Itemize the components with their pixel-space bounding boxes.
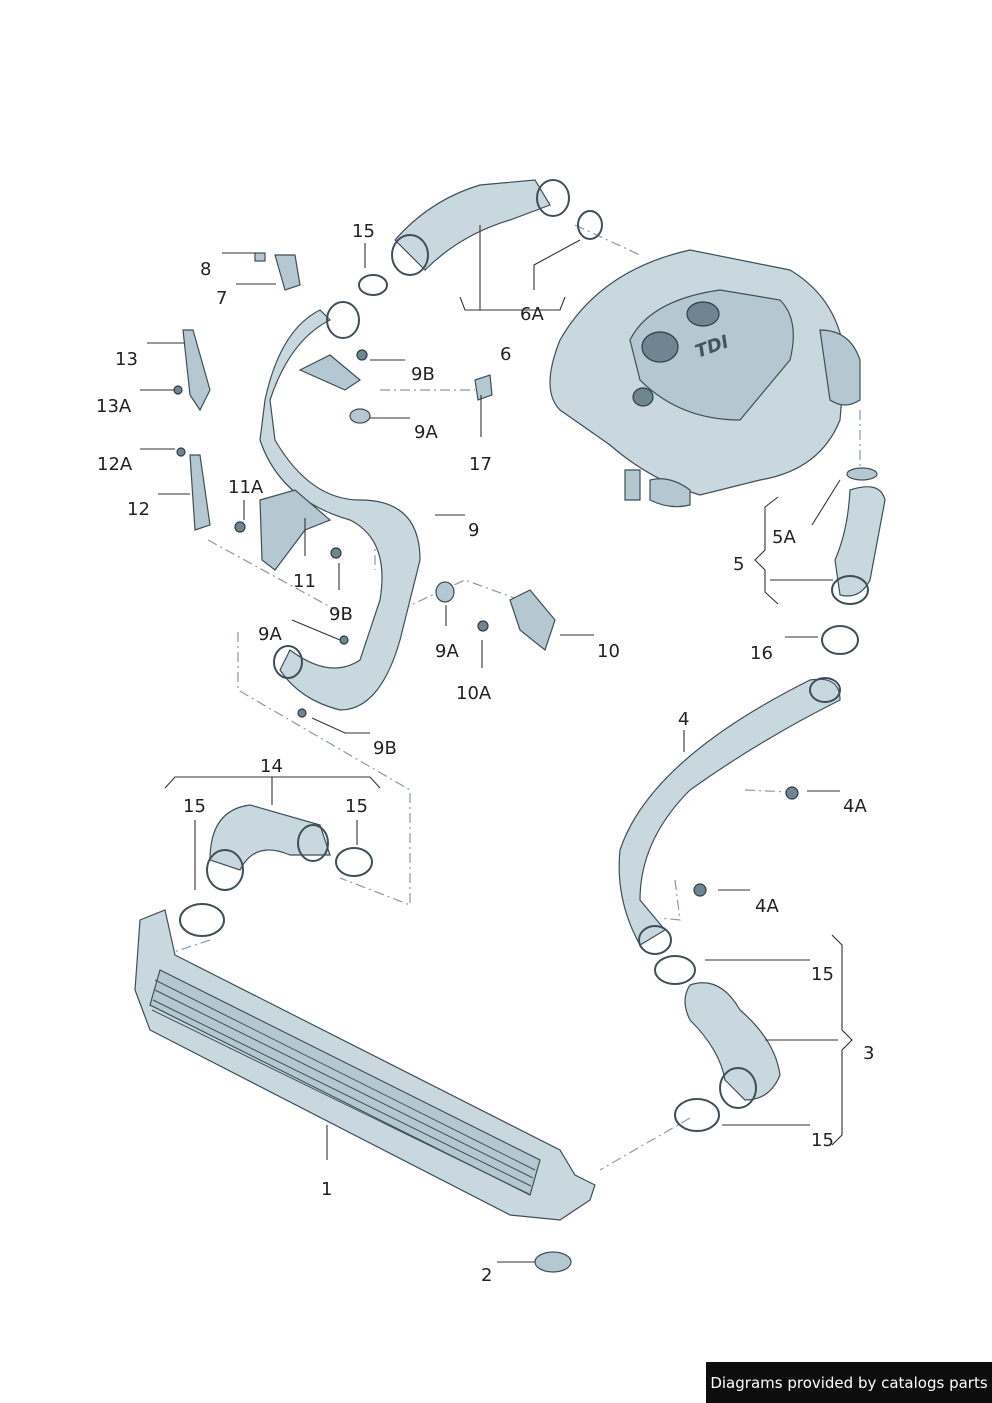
label-9b: 9B <box>329 604 353 625</box>
leader-lines <box>140 225 853 1263</box>
label-9a: 9A <box>258 624 282 645</box>
label-9a: 9A <box>414 422 438 443</box>
label-10: 10 <box>597 641 620 662</box>
label-4a: 4A <box>755 896 779 917</box>
charge-pipe-9 <box>259 301 421 711</box>
label-15: 15 <box>352 221 375 242</box>
label-5: 5 <box>733 554 744 575</box>
label-15: 15 <box>183 796 206 817</box>
label-16: 16 <box>750 643 773 664</box>
engine-cover: TDI <box>549 249 861 508</box>
label-15: 15 <box>811 1130 834 1151</box>
label-15: 15 <box>345 796 368 817</box>
label-9: 9 <box>468 520 479 541</box>
label-14: 14 <box>260 756 283 777</box>
label-8: 8 <box>200 259 211 280</box>
footer-credit: Diagrams provided by catalogs parts <box>706 1362 992 1403</box>
label-3: 3 <box>863 1043 874 1064</box>
label-4: 4 <box>678 709 689 730</box>
label-9b: 9B <box>373 738 397 759</box>
intercooler <box>134 909 596 1273</box>
pipes-right <box>618 467 886 1132</box>
label-2: 2 <box>481 1265 492 1286</box>
label-6a: 6A <box>520 304 544 325</box>
label-7: 7 <box>216 288 227 309</box>
label-10a: 10A <box>456 683 492 704</box>
label-12: 12 <box>127 499 150 520</box>
label-9a: 9A <box>435 641 459 662</box>
small-parts-left <box>173 252 556 718</box>
part-labels: 15 8 7 6A 6 13 9B 13A 9A 17 12A 11A 12 9… <box>96 221 874 1286</box>
label-11: 11 <box>293 571 316 592</box>
label-9b: 9B <box>411 364 435 385</box>
label-17: 17 <box>469 454 492 475</box>
label-4a: 4A <box>843 796 867 817</box>
label-6: 6 <box>500 344 511 365</box>
label-13: 13 <box>115 349 138 370</box>
intercooler-fins <box>151 979 536 1195</box>
label-11a: 11A <box>228 477 264 498</box>
label-5a: 5A <box>772 527 796 548</box>
label-13a: 13A <box>96 396 132 417</box>
label-1: 1 <box>321 1179 332 1200</box>
label-15: 15 <box>811 964 834 985</box>
label-12a: 12A <box>97 454 133 475</box>
hose-upper <box>358 179 603 296</box>
hose-14 <box>179 804 373 937</box>
